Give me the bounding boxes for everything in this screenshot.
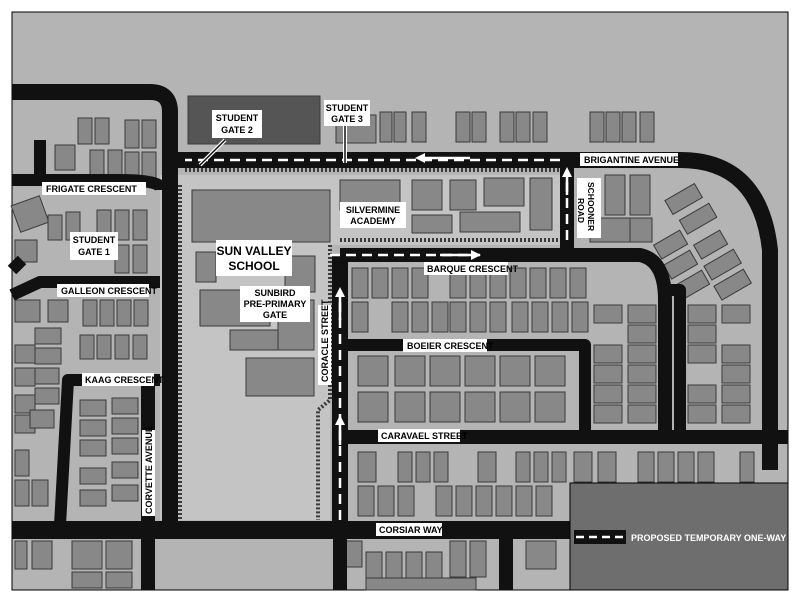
label-coracle-street: CORACLE STREET: [320, 299, 330, 382]
label-schooner-road-1: SCHOONER: [586, 182, 596, 231]
label-boeier-crescent: BOEIER CRESCENT: [407, 341, 494, 351]
label-galleon-crescent: GALLEON CRESCENT: [61, 286, 158, 296]
one-way-arrows: [335, 153, 572, 445]
label-sun-valley-school-l2: SCHOOL: [228, 259, 279, 273]
label-sunbird-l1: SUNBIRD: [254, 288, 296, 298]
label-student-gate-1-l2: GATE 1: [78, 247, 110, 257]
label-student-gate-3-l2: GATE 3: [331, 114, 363, 124]
label-schooner-road-2: ROAD: [576, 198, 586, 223]
road-top-left-loop: [12, 84, 178, 535]
label-corvette-avenue: CORVETTE AVENUE: [144, 426, 154, 514]
label-student-gate-3-l1: STUDENT: [326, 103, 369, 113]
label-brigantine-avenue: BRIGANTINE AVENUE: [584, 155, 679, 165]
label-frigate-crescent: FRIGATE CRESCENT: [46, 184, 137, 194]
label-student-gate-2-l1: STUDENT: [216, 113, 259, 123]
road-barque-crescent: [340, 248, 672, 440]
label-silvermine-academy-l1: SILVERMINE: [346, 205, 400, 215]
road-galleon-crescent: [9, 276, 160, 301]
label-sunbird-l3: GATE: [263, 310, 287, 320]
legend-swatch: [574, 530, 626, 544]
label-corsiar-way: CORSIAR WAY: [379, 525, 443, 535]
place-labels: STUDENT GATE 1 STUDENT GATE 2 STUDENT GA…: [70, 100, 406, 322]
street-labels: FRIGATE CRESCENT GALLEON CRESCENT KAAG C…: [42, 153, 679, 536]
label-student-gate-1-l1: STUDENT: [73, 235, 116, 245]
road-left-inner-stub: [7, 255, 27, 275]
label-silvermine-academy-l2: ACADEMY: [350, 216, 396, 226]
label-sunbird-l2: PRE-PRIMARY: [244, 299, 307, 309]
label-student-gate-2-l2: GATE 2: [221, 125, 253, 135]
label-barque-crescent: BARQUE CRESCENT: [427, 264, 519, 274]
student-gate-2-pointer-line: [199, 139, 226, 166]
legend-label: PROPOSED TEMPORARY ONE-WAY: [631, 533, 786, 543]
label-caravael-street: CARAVAEL STREET: [381, 431, 468, 441]
label-kaag-crescent: KAAG CRESCENT: [85, 375, 164, 385]
road-barque-east-loop: [665, 284, 686, 440]
label-sun-valley-school-l1: SUN VALLEY: [216, 244, 291, 258]
buildings: [10, 95, 755, 591]
road-brigantine-avenue: [175, 152, 778, 470]
road-frigate-crescent: [12, 174, 168, 192]
